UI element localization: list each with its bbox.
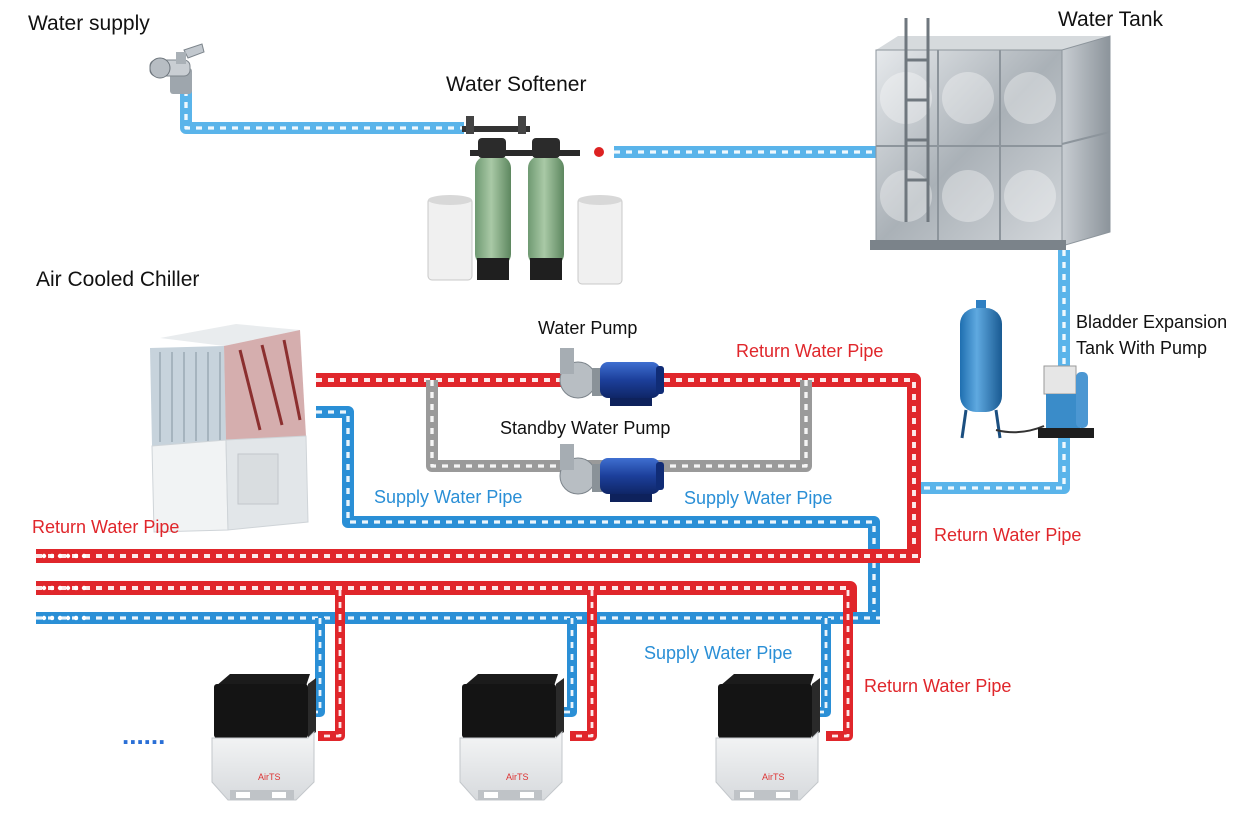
header-end-dot bbox=[41, 553, 47, 559]
header-end-dot bbox=[65, 553, 71, 559]
chiller-icon bbox=[150, 324, 309, 533]
label-return-pipe-bottom: Return Water Pipe bbox=[864, 676, 1011, 696]
header-end-dot bbox=[81, 585, 87, 591]
feed-pipe-faucet-softener-flow-arrows bbox=[184, 90, 464, 130]
return-drop-2-flow-arrows bbox=[570, 590, 594, 738]
label-return-pipe-left: Return Water Pipe bbox=[32, 517, 179, 537]
label-return-pipe-right: Return Water Pipe bbox=[934, 525, 1081, 545]
return-drop-1-flow-arrows bbox=[318, 590, 342, 738]
feed-pipe-tank-expansion bbox=[920, 250, 1070, 494]
fan-coil-icon: AirTS bbox=[715, 674, 820, 801]
expansion-tank-icon bbox=[960, 300, 1094, 439]
fcu-logo: AirTS bbox=[258, 772, 281, 782]
softener-icon bbox=[427, 116, 623, 285]
header-end-dot bbox=[49, 615, 55, 621]
ellipsis-more-units: ...... bbox=[122, 720, 165, 750]
header-end-dot bbox=[57, 615, 63, 621]
header-end-dot bbox=[41, 585, 47, 591]
pump-icon bbox=[559, 348, 664, 406]
header-end-dot bbox=[73, 615, 79, 621]
header-end-dot bbox=[57, 553, 63, 559]
label-supply-pipe-bottom: Supply Water Pipe bbox=[644, 643, 792, 663]
label-tank-with-pump: Tank With Pump bbox=[1076, 338, 1207, 358]
return-pipe-top bbox=[316, 373, 921, 558]
label-supply-pipe-right: Supply Water Pipe bbox=[684, 488, 832, 508]
fcu-logo: AirTS bbox=[506, 772, 529, 782]
pipe-network bbox=[36, 90, 1070, 741]
header-end-dot bbox=[49, 553, 55, 559]
feed-pipe-faucet-softener bbox=[180, 90, 464, 134]
return-drop-3-flow-arrows bbox=[826, 590, 850, 738]
label-supply-pipe-left: Supply Water Pipe bbox=[374, 487, 522, 507]
header-end-dot bbox=[49, 585, 55, 591]
faucet-icon bbox=[149, 43, 205, 94]
header-end-dot bbox=[65, 615, 71, 621]
fan-coil-icon: AirTS bbox=[211, 674, 316, 801]
label-water-tank: Water Tank bbox=[1058, 8, 1164, 31]
header-end-dot bbox=[81, 553, 87, 559]
header-end-dot bbox=[41, 615, 47, 621]
header-end-dot bbox=[73, 585, 79, 591]
header-end-dot bbox=[73, 553, 79, 559]
standby-pump-icon bbox=[559, 444, 664, 502]
label-water-supply: Water supply bbox=[28, 12, 150, 35]
label-water-softener: Water Softener bbox=[446, 73, 586, 96]
fan-coil-icon: AirTS bbox=[459, 674, 564, 801]
label-bladder-expansion: Bladder Expansion bbox=[1076, 312, 1227, 332]
header-end-dot bbox=[65, 585, 71, 591]
return-header-branch bbox=[36, 581, 857, 616]
header-end-dot bbox=[57, 585, 63, 591]
water-tank-icon bbox=[870, 18, 1111, 250]
header-end-dot bbox=[81, 615, 87, 621]
fcu-logo: AirTS bbox=[762, 772, 785, 782]
label-return-pipe-top: Return Water Pipe bbox=[736, 341, 883, 361]
label-standby-water-pump: Standby Water Pump bbox=[500, 418, 670, 438]
label-water-pump: Water Pump bbox=[538, 318, 637, 338]
label-air-cooled-chiller: Air Cooled Chiller bbox=[36, 268, 199, 291]
